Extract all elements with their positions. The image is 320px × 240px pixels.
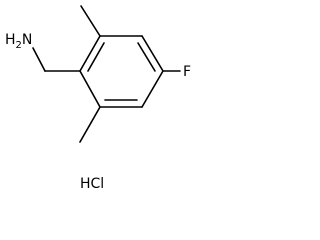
hcl-label: HCl (80, 176, 104, 191)
bond-ch2-n (32, 47, 46, 72)
amine-label: H2N (5, 32, 32, 51)
benzene-ring (79, 35, 164, 108)
structure-canvas: H2N F HCl (5, 5, 191, 191)
bond-methyl-bottom (79, 106, 101, 143)
double-bond-inner-1 (87, 42, 105, 72)
double-bond-inner-2 (137, 42, 156, 72)
fluorine-label: F (183, 64, 191, 80)
ring-bond-c6-c1 (79, 70, 101, 108)
ring-bond-c3-c4 (141, 35, 164, 72)
molecule-drawing: H2N F HCl (5, 5, 191, 191)
ring-bond-c1-c2 (79, 35, 101, 72)
ring-bond-c4-c5 (141, 70, 164, 108)
bond-methyl-top (80, 5, 101, 37)
